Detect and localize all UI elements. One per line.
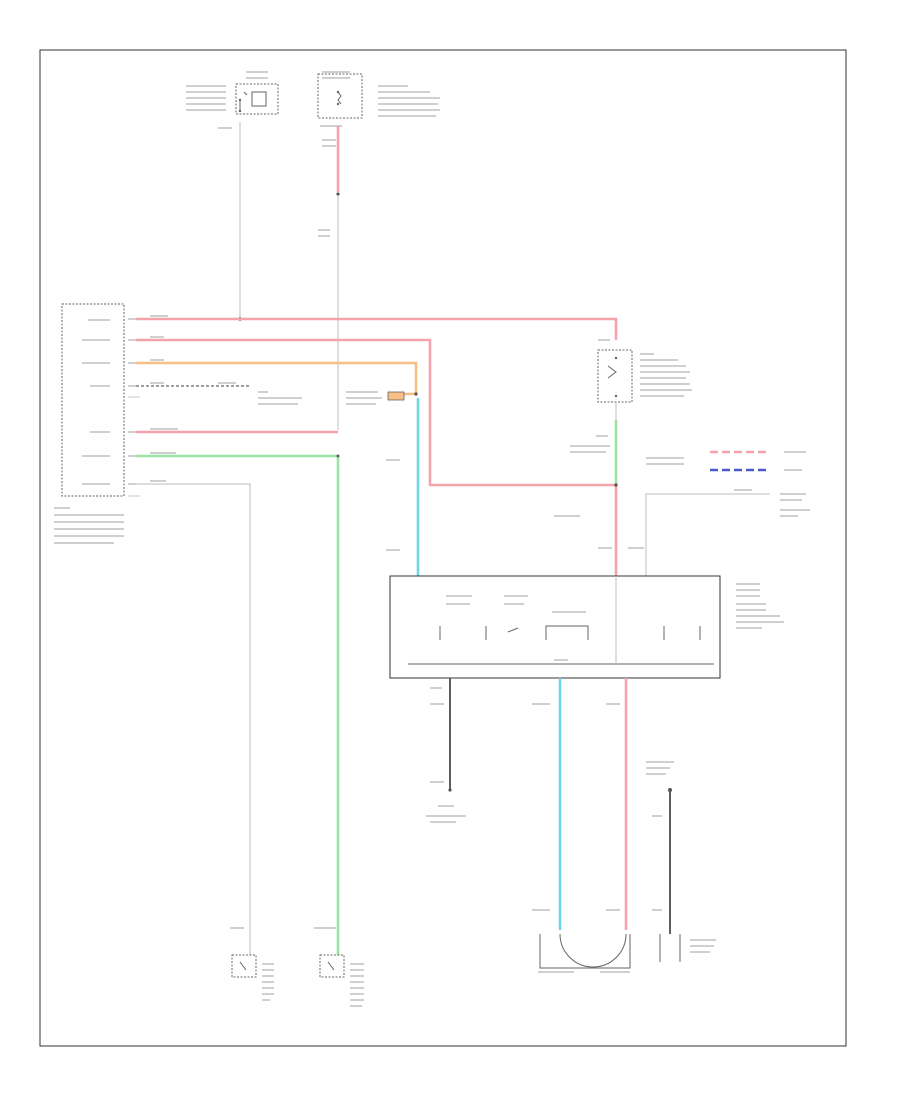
right-side-connector <box>628 450 810 576</box>
bottom-left-switch-1 <box>230 927 274 1001</box>
left-control-module <box>54 303 140 544</box>
right-relay <box>597 339 692 403</box>
wire-gray-row7 <box>136 483 251 955</box>
diagram-frame <box>39 49 847 1047</box>
center-connector <box>387 391 405 401</box>
wire-pink-row1 <box>136 317 618 340</box>
fuse-block-right <box>317 71 440 147</box>
fuse-block-left <box>186 71 279 115</box>
wire-orange-row3 <box>136 361 418 396</box>
wire-green-row6 <box>136 454 340 955</box>
main-control-unit <box>389 575 784 679</box>
bottom-left-switch-2 <box>314 927 364 1007</box>
bottom-right-switch <box>659 934 716 962</box>
wire-pink-row2 <box>136 338 616 487</box>
bottom-motor-connector <box>538 933 631 973</box>
